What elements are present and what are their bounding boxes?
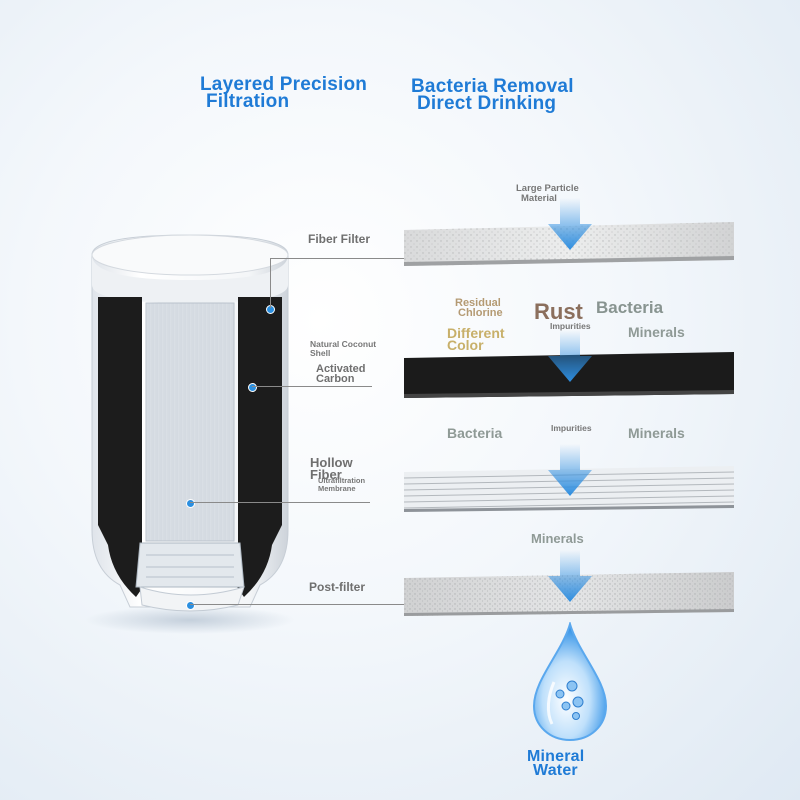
arrow-down-icon bbox=[548, 198, 592, 250]
headline-left-line1: Layered Precision bbox=[200, 74, 368, 95]
headline-layered-precision: Layered Precision Filtration bbox=[200, 74, 368, 112]
arrow-down-icon bbox=[548, 330, 592, 382]
headline-bacteria-removal: Bacteria Removal Direct Drinking bbox=[411, 76, 574, 114]
marker-dot-post bbox=[186, 601, 195, 610]
leader-fiber-vertical bbox=[270, 258, 271, 308]
label-impurities-hollow: Impurities bbox=[551, 423, 592, 433]
headline-left-line2: Filtration bbox=[206, 91, 290, 112]
marker-dot-carbon bbox=[248, 383, 257, 392]
label-residual-chlorine: Residual Chlorine bbox=[455, 297, 503, 319]
leader-fiber-horizontal bbox=[270, 258, 404, 259]
leader-post bbox=[190, 604, 404, 605]
label-impurities-carbon: Impurities bbox=[550, 321, 591, 331]
water-drop-icon bbox=[532, 622, 608, 742]
leader-hollow bbox=[190, 502, 370, 503]
label-minerals-hollow: Minerals bbox=[628, 425, 685, 441]
label-different-color: Different Color bbox=[447, 325, 505, 353]
filter-cartridge-illustration bbox=[85, 234, 295, 634]
headline-right-line2: Direct Drinking bbox=[417, 93, 557, 114]
marker-dot-hollow bbox=[186, 499, 195, 508]
label-minerals-carbon: Minerals bbox=[628, 324, 685, 340]
label-bacteria-hollow: Bacteria bbox=[447, 425, 503, 441]
label-ultrafiltration-membrane: Ultrafiltration Membrane bbox=[318, 476, 366, 493]
label-minerals-post: Minerals bbox=[531, 531, 584, 546]
label-fiber-filter: Fiber Filter bbox=[308, 232, 371, 246]
headline-right-line1: Bacteria Removal bbox=[411, 76, 574, 97]
label-large-particle: Large Particle Material bbox=[516, 183, 579, 204]
label-post-filter: Post-filter bbox=[309, 580, 366, 594]
label-mineral-water: Mineral Water bbox=[527, 748, 585, 779]
label-bacteria-carbon: Bacteria bbox=[596, 298, 664, 317]
leader-carbon bbox=[252, 386, 372, 387]
label-activated-carbon: Activated Carbon bbox=[316, 363, 366, 385]
arrow-down-icon bbox=[548, 444, 592, 496]
label-hollow-fiber: Hollow Fiber bbox=[310, 455, 353, 482]
label-natural-coconut-shell: Natural Coconut Shell bbox=[310, 339, 377, 358]
label-rust: Rust bbox=[534, 299, 583, 324]
arrow-down-icon bbox=[548, 550, 592, 602]
